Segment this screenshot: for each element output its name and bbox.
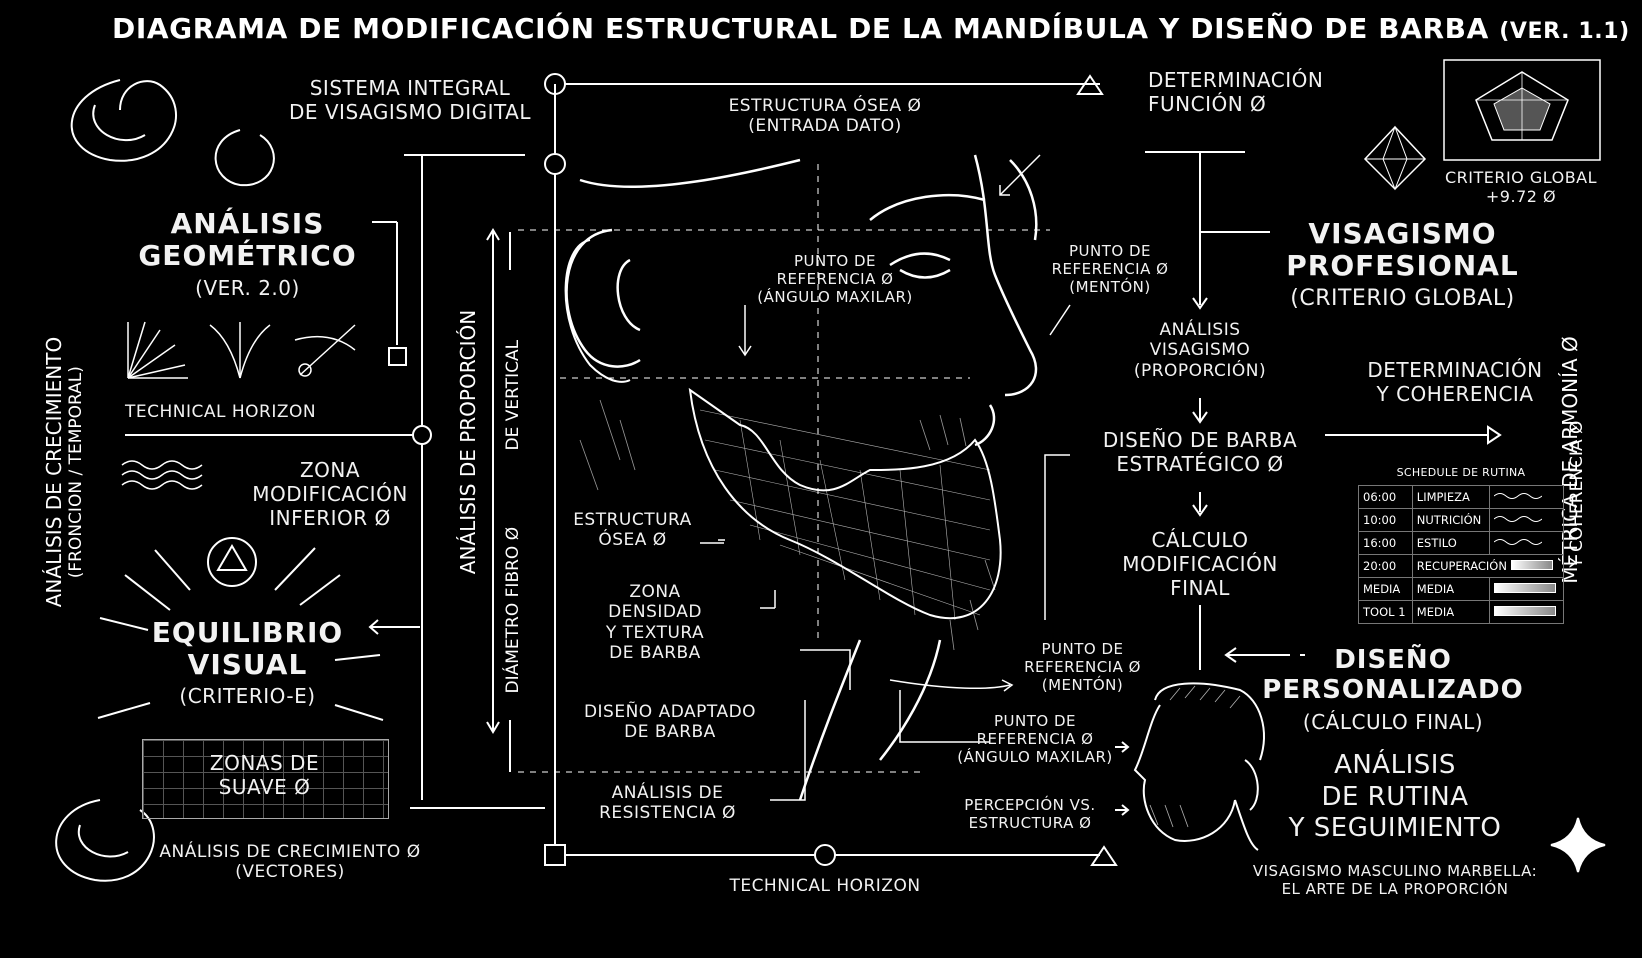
vertical-crecimiento: ANÁLISIS DE CRECIMIENTO bbox=[42, 292, 66, 652]
analisis-crecimiento-vectores: ANÁLISIS DE CRECIMIENTO Ø (VECTORES) bbox=[135, 842, 445, 883]
determinacion-coherencia: DETERMINACIÓN Y COHERENCIA bbox=[1350, 358, 1560, 406]
bar-icon bbox=[1511, 560, 1553, 570]
diagram-title: DIAGRAMA DE MODIFICACIÓN ESTRUCTURAL DE … bbox=[112, 12, 1630, 45]
schedule-task: LIMPIEZA bbox=[1412, 486, 1489, 509]
schedule-caption: SCHEDULE DE RUTINA bbox=[1358, 466, 1564, 479]
schedule-extra-a: TOOL 1 bbox=[1359, 601, 1413, 624]
zona-modificacion-label: ZONA MODIFICACIÓN INFERIOR Ø bbox=[250, 458, 410, 530]
schedule-task: ESTILO bbox=[1412, 532, 1489, 555]
technical-horizon-left: TECHNICAL HORIZON bbox=[125, 402, 316, 422]
bar-icon bbox=[1489, 601, 1563, 624]
visagismo-profesional-title: VISAGISMO PROFESIONAL bbox=[1270, 218, 1535, 282]
analisis-geometrico-sub: (VER. 2.0) bbox=[110, 276, 385, 300]
schedule-task: RECUPERACIÓN bbox=[1412, 555, 1563, 578]
schedule-row: 06:00 LIMPIEZA bbox=[1359, 486, 1564, 509]
equilibrio-visual-sub: (CRITERIO-E) bbox=[125, 684, 370, 708]
wave-icon bbox=[1489, 509, 1563, 532]
wave-icon bbox=[1489, 486, 1563, 509]
diseno-personalizado-sub: (CÁLCULO FINAL) bbox=[1258, 710, 1528, 734]
vertical-coherencia: Y COHERENCIA Ø bbox=[1567, 389, 1587, 599]
title-main: DIAGRAMA DE MODIFICACIÓN ESTRUCTURAL DE … bbox=[112, 12, 1489, 45]
footer-marbella: VISAGISMO MASCULINO MARBELLA: EL ARTE DE… bbox=[1245, 862, 1545, 898]
vertical-diametro: DIÁMETRO FIBRO Ø bbox=[503, 505, 523, 715]
punto-angulo-bottom: PUNTO DE REFERENCIA Ø (ÁNGULO MAXILAR) bbox=[950, 712, 1120, 766]
schedule-row: 10:00 NUTRICIÓN bbox=[1359, 509, 1564, 532]
analisis-visagismo: ANÁLISIS VISAGISMO (PROPORCIÓN) bbox=[1120, 320, 1280, 381]
calculo-modificacion: CÁLCULO MODIFICACIÓN FINAL bbox=[1110, 528, 1290, 600]
schedule-task: NUTRICIÓN bbox=[1412, 509, 1489, 532]
analisis-rutina-label: ANÁLISIS DE RUTINA Y SEGUIMIENTO bbox=[1265, 750, 1525, 845]
punto-angulo-top: PUNTO DE REFERENCIA Ø (ÁNGULO MAXILAR) bbox=[735, 252, 935, 306]
diseno-personalizado-title: DISEÑO PERSONALIZADO bbox=[1258, 646, 1528, 706]
sistema-integral-label: SISTEMA INTEGRAL DE VISAGISMO DIGITAL bbox=[285, 76, 535, 124]
vertical-proporcion: ANÁLISIS DE PROPORCIÓN bbox=[456, 272, 480, 612]
schedule-row: TOOL 1 MEDIA bbox=[1359, 601, 1564, 624]
schedule-row: 16:00 ESTILO bbox=[1359, 532, 1564, 555]
technical-horizon-bottom: TECHNICAL HORIZON bbox=[690, 876, 960, 896]
schedule-time: 06:00 bbox=[1359, 486, 1413, 509]
vertical-de-vertical: DE VERTICAL bbox=[503, 325, 523, 465]
bar-icon bbox=[1489, 578, 1563, 601]
schedule-extra-b: MEDIA bbox=[1412, 578, 1489, 601]
determinacion-funcion: DETERMINACIÓN FUNCIÓN Ø bbox=[1148, 68, 1323, 116]
estructura-osea-top: ESTRUCTURA ÓSEA Ø (ENTRADA DATO) bbox=[700, 96, 950, 137]
diseno-adaptado-label: DISEÑO ADAPTADO DE BARBA bbox=[575, 702, 765, 743]
schedule-de-rutina: SCHEDULE DE RUTINA 06:00 LIMPIEZA 10:00 … bbox=[1358, 466, 1564, 624]
diseno-barba-estrategico: DISEÑO DE BARBA ESTRATÉGICO Ø bbox=[1095, 428, 1305, 476]
percepcion-label: PERCEPCIÓN VS. ESTRUCTURA Ø bbox=[955, 796, 1105, 832]
estructura-osea-label: ESTRUCTURA ÓSEA Ø bbox=[565, 510, 700, 551]
schedule-extra-a: MEDIA bbox=[1359, 578, 1413, 601]
schedule-task-label: RECUPERACIÓN bbox=[1417, 559, 1507, 573]
analisis-resistencia-label: ANÁLISIS DE RESISTENCIA Ø bbox=[580, 783, 755, 824]
schedule-extra-b: MEDIA bbox=[1412, 601, 1489, 624]
vertical-crecimiento-sub: (FRONCION / TEMPORAL) bbox=[66, 302, 86, 642]
schedule-time: 20:00 bbox=[1359, 555, 1413, 578]
analisis-geometrico-title: ANÁLISIS GEOMÉTRICO bbox=[110, 208, 385, 272]
punto-menton-bottom: PUNTO DE REFERENCIA Ø (MENTÓN) bbox=[1010, 640, 1155, 694]
equilibrio-visual-title: EQUILIBRIO VISUAL bbox=[125, 617, 370, 681]
zonas-suave-label: ZONAS DE SUAVE Ø bbox=[142, 751, 387, 799]
schedule-row: MEDIA MEDIA bbox=[1359, 578, 1564, 601]
schedule-table: 06:00 LIMPIEZA 10:00 NUTRICIÓN 16:00 EST… bbox=[1358, 485, 1564, 624]
wave-icon bbox=[1489, 532, 1563, 555]
punto-menton-top: PUNTO DE REFERENCIA Ø (MENTÓN) bbox=[1040, 242, 1180, 296]
zona-densidad-label: ZONA DENSIDAD Y TEXTURA DE BARBA bbox=[590, 582, 720, 664]
schedule-time: 10:00 bbox=[1359, 509, 1413, 532]
schedule-row: 20:00 RECUPERACIÓN bbox=[1359, 555, 1564, 578]
schedule-time: 16:00 bbox=[1359, 532, 1413, 555]
visagismo-profesional-sub: (CRITERIO GLOBAL) bbox=[1270, 286, 1535, 312]
title-version: (VER. 1.1) bbox=[1499, 19, 1630, 44]
criterio-global-label: CRITERIO GLOBAL +9.72 Ø bbox=[1436, 168, 1606, 206]
